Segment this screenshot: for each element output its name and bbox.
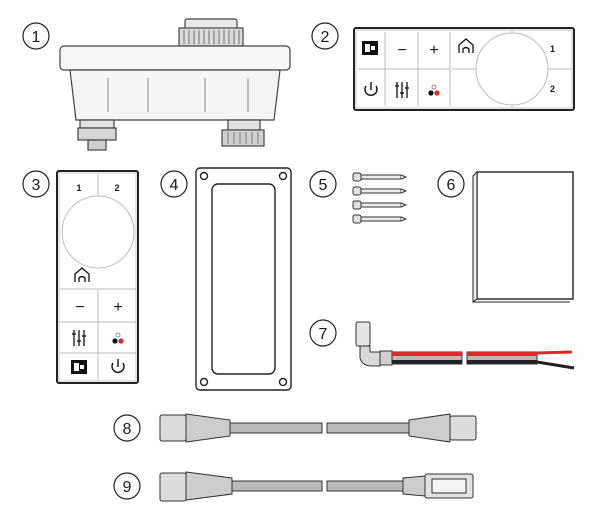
- v-audio-settings-icon: [72, 330, 86, 346]
- callout-6: 6: [437, 170, 465, 198]
- power-cable: [355, 321, 575, 370]
- callout-5: 5: [309, 170, 337, 198]
- adaptor-cable: [159, 471, 474, 502]
- keypad-vertical: 1 2 − +: [56, 170, 139, 384]
- gasket: [195, 167, 292, 391]
- keypad-horizontal: − + 1 2: [353, 27, 575, 111]
- minus-button-label: −: [397, 42, 406, 59]
- callout-3: 3: [22, 170, 50, 198]
- callout-1-number: 1: [32, 29, 41, 46]
- v-channel-2-label: 2: [114, 183, 119, 193]
- v-party-mode-icon: [112, 332, 124, 344]
- plus-button-label: +: [429, 42, 438, 59]
- screw: [352, 186, 408, 196]
- backbone-cable: [159, 413, 477, 443]
- channel-1-label: 1: [550, 44, 555, 54]
- callout-7-number: 7: [319, 326, 328, 343]
- screws: [352, 172, 408, 224]
- callout-9: 9: [113, 472, 141, 500]
- power-icon: [364, 82, 378, 96]
- callout-3-number: 3: [32, 177, 41, 194]
- documentation: [472, 170, 574, 303]
- callout-1: 1: [22, 22, 50, 50]
- callout-4: 4: [160, 170, 188, 198]
- screw: [352, 172, 408, 182]
- callout-4-number: 4: [170, 177, 179, 194]
- v-power-icon: [111, 359, 125, 373]
- channel-2-label: 2: [550, 84, 555, 94]
- callout-8: 8: [113, 414, 141, 442]
- v-source-icon: [71, 360, 87, 374]
- source-icon: [362, 41, 378, 55]
- screw: [352, 200, 408, 210]
- callout-2-number: 2: [321, 29, 330, 46]
- screw: [352, 214, 408, 224]
- home-icon: [458, 38, 474, 53]
- base-unit: [59, 18, 291, 151]
- v-plus-label: +: [113, 299, 122, 316]
- callout-5-number: 5: [319, 177, 328, 194]
- callout-9-number: 9: [123, 479, 132, 496]
- audio-settings-icon: [395, 82, 409, 98]
- v-minus-label: −: [75, 299, 84, 316]
- v-home-icon: [74, 267, 90, 282]
- callout-2: 2: [311, 22, 339, 50]
- callout-8-number: 8: [123, 421, 132, 438]
- v-channel-1-label: 1: [76, 183, 81, 193]
- callout-6-number: 6: [447, 177, 456, 194]
- callout-7: 7: [309, 319, 337, 347]
- party-mode-icon: [428, 84, 440, 96]
